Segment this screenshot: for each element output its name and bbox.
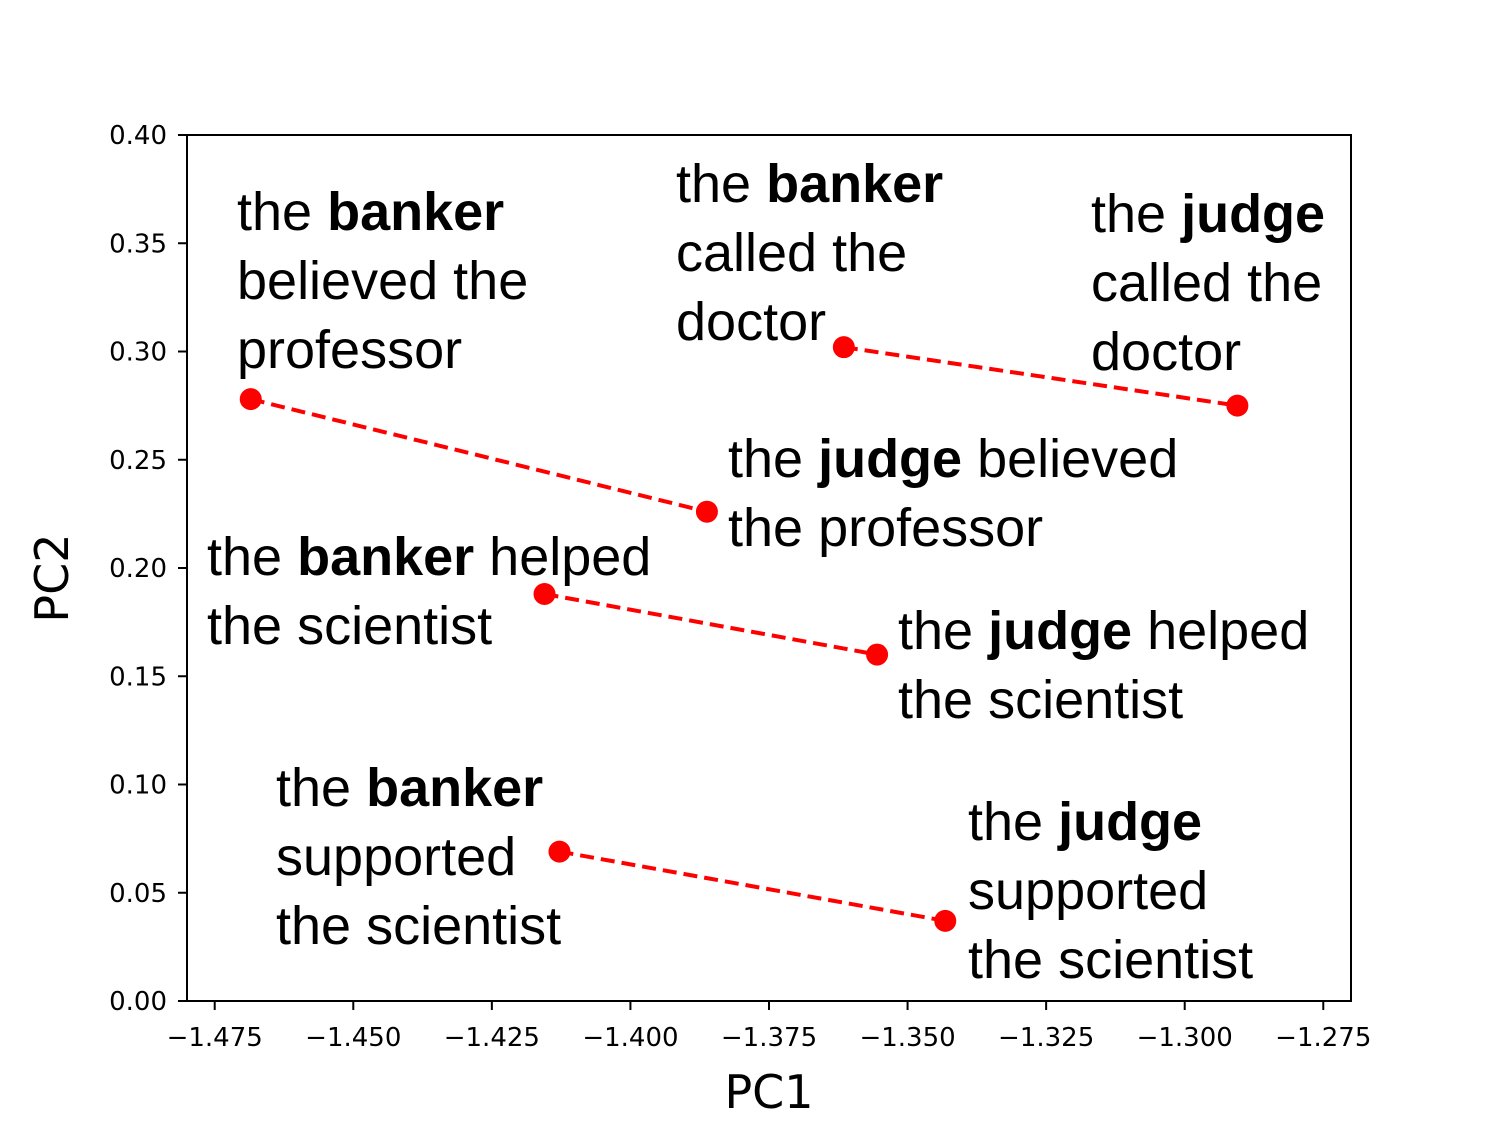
annotation-text: doctor [1091, 322, 1241, 382]
x-tick-label: −1.425 [444, 1023, 540, 1053]
annotation-text: doctor [676, 292, 826, 352]
annotation-text: the [676, 154, 766, 214]
annotation-text: the professor [728, 498, 1043, 558]
pair-connector-line [843, 345, 1238, 408]
y-axis-label: PC2 [25, 533, 79, 622]
data-point [934, 909, 957, 932]
x-tick-label: −1.450 [305, 1023, 401, 1053]
y-axis-ticks: 0.00 0.05 0.10 0.15 0.20 0.25 0.30 0.35 0.40 [109, 121, 187, 1017]
annotation-text: helped [1132, 601, 1309, 661]
point-annotation: the judge supported the scientist [968, 792, 1253, 990]
x-tick-label: −1.275 [1275, 1023, 1371, 1053]
annotation-bold-word: judge [1180, 184, 1325, 244]
y-tick-label: 0.20 [109, 554, 167, 584]
x-axis-ticks: −1.475 −1.450 −1.425 −1.400 −1.375 −1.350 −1.3… [167, 1001, 1371, 1053]
point-annotation: the judge believed the professor [728, 429, 1178, 558]
y-tick-label: 0.00 [109, 987, 167, 1017]
annotation-text: supported [276, 827, 516, 887]
plot-background [187, 135, 1351, 1001]
pair-connector-line [250, 397, 708, 514]
pair-connector-line [559, 849, 946, 923]
y-tick-label: 0.10 [109, 771, 167, 801]
annotation-text: helped [474, 527, 651, 587]
y-tick-label: 0.05 [109, 879, 167, 909]
point-annotation: the banker believed the professor [237, 182, 528, 380]
annotation-text: the scientist [898, 670, 1183, 730]
annotation-bold-word: banker [297, 527, 474, 587]
pair-connector-line [544, 592, 878, 657]
annotation-text: supported [968, 861, 1208, 921]
point-annotation: the judge called the doctor [1091, 184, 1325, 382]
x-tick-label: −1.325 [998, 1023, 1094, 1053]
annotation-bold-word: banker [366, 758, 543, 818]
point-annotation: the banker supported the scientist [276, 758, 561, 956]
annotation-text: believed [962, 429, 1178, 489]
annotation-text: believed the [237, 251, 528, 311]
annotation-text: the [276, 758, 366, 818]
data-point [832, 336, 855, 359]
point-annotation: the judge helped the scientist [898, 601, 1309, 730]
annotation-text: called the [1091, 253, 1322, 313]
annotation-text: the [207, 527, 297, 587]
y-tick-label: 0.30 [109, 338, 167, 368]
point-annotation: the banker helped the scientist [207, 527, 651, 656]
annotation-text: the scientist [207, 596, 492, 656]
data-point [695, 500, 718, 523]
annotation-text: the [898, 601, 988, 661]
annotation-bold-word: judge [987, 601, 1132, 661]
y-tick-label: 0.35 [109, 229, 167, 259]
annotation-bold-word: banker [766, 154, 943, 214]
y-tick-label: 0.40 [109, 121, 167, 151]
series-layer [239, 336, 1249, 932]
data-point [533, 582, 556, 605]
x-axis-label: PC1 [724, 1065, 813, 1119]
annotation-text: the scientist [276, 896, 561, 956]
data-point [239, 388, 262, 411]
annotation-text: professor [237, 320, 462, 380]
x-tick-label: −1.300 [1137, 1023, 1233, 1053]
data-point [548, 840, 571, 863]
data-point [866, 643, 889, 666]
annotation-text: the [968, 792, 1058, 852]
annotation-text: the scientist [968, 930, 1253, 990]
data-point [1226, 394, 1249, 417]
x-tick-label: −1.350 [859, 1023, 955, 1053]
annotation-text: the [728, 429, 818, 489]
annotation-text: the [237, 182, 327, 242]
y-tick-label: 0.25 [109, 446, 167, 476]
x-tick-label: −1.400 [582, 1023, 678, 1053]
annotation-bold-word: banker [327, 182, 504, 242]
annotation-bold-word: judge [1057, 792, 1202, 852]
annotations: the banker called the doctor the judge calle… [207, 154, 1325, 990]
annotation-text: the [1091, 184, 1181, 244]
annotation-text: called the [676, 223, 907, 283]
point-annotation: the banker called the doctor [676, 154, 943, 352]
x-tick-label: −1.475 [167, 1023, 263, 1053]
y-tick-label: 0.15 [109, 662, 167, 692]
x-tick-label: −1.375 [721, 1023, 817, 1053]
annotation-bold-word: judge [817, 429, 962, 489]
